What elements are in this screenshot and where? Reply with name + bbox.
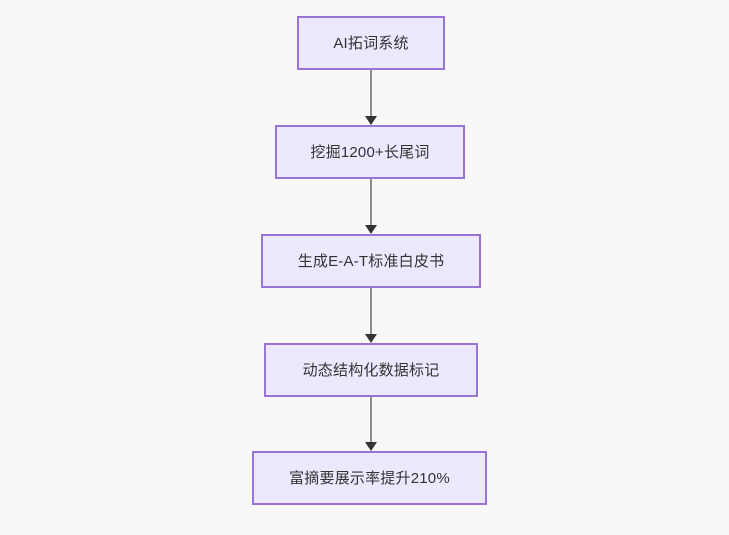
flow-node-label: 富摘要展示率提升210% (289, 469, 450, 487)
flow-connector-2 (364, 179, 378, 234)
flow-node-label: 动态结构化数据标记 (302, 361, 440, 379)
arrowhead-down-icon (365, 334, 377, 343)
flow-node-4[interactable]: 动态结构化数据标记 (264, 343, 478, 397)
flow-node-label: AI拓词系统 (333, 34, 409, 52)
flow-connector-4 (364, 397, 378, 451)
arrowhead-down-icon (365, 442, 377, 451)
flow-node-label: 挖掘1200+长尾词 (310, 143, 430, 161)
flow-node-1[interactable]: AI拓词系统 (297, 16, 445, 70)
flow-node-3[interactable]: 生成E-A-T标准白皮书 (261, 234, 481, 288)
connector-line-icon (370, 288, 372, 334)
arrowhead-down-icon (365, 225, 377, 234)
connector-line-icon (370, 179, 372, 225)
flow-connector-1 (364, 70, 378, 125)
flow-node-label: 生成E-A-T标准白皮书 (297, 252, 445, 270)
connector-line-icon (370, 70, 372, 116)
connector-line-icon (370, 397, 372, 442)
flow-connector-3 (364, 288, 378, 343)
flow-node-5[interactable]: 富摘要展示率提升210% (252, 451, 487, 505)
flow-node-2[interactable]: 挖掘1200+长尾词 (275, 125, 465, 179)
arrowhead-down-icon (365, 116, 377, 125)
